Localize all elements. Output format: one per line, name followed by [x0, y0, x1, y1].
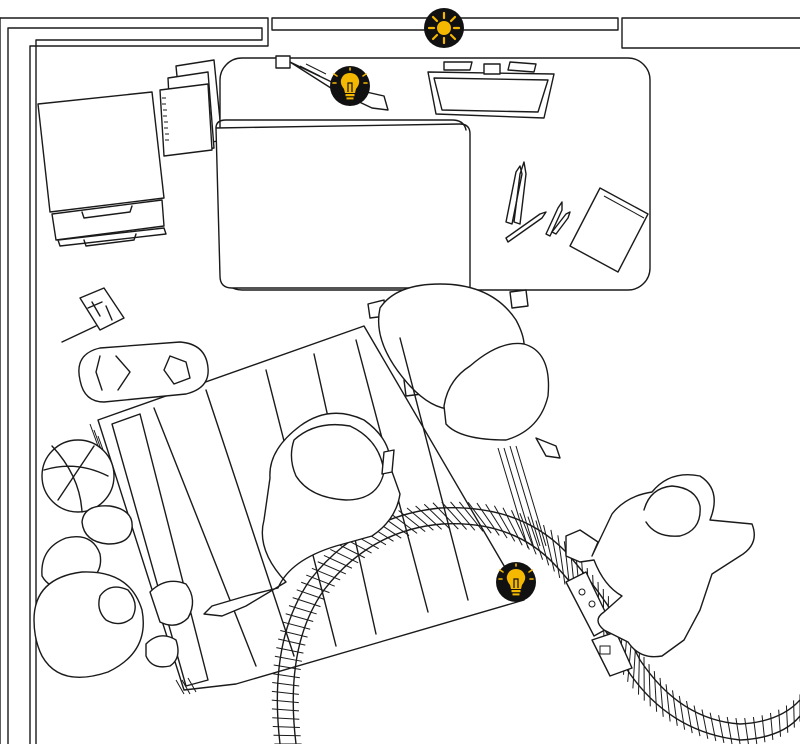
track-sleeper: [323, 555, 353, 569]
track-sleeper: [278, 638, 306, 646]
track-sleeper: [502, 507, 523, 546]
track-sleeper: [543, 524, 555, 572]
track-sleeper: [330, 548, 359, 564]
track-sleeper: [785, 705, 789, 733]
track-sleeper: [550, 529, 561, 579]
lightbulb-icon: [498, 563, 534, 596]
track-sleeper: [274, 655, 303, 662]
track-sleeper: [296, 589, 325, 600]
track-sleeper: [282, 621, 311, 630]
track-sleeper: [336, 543, 365, 559]
child-on-rug: [203, 412, 401, 617]
track-sleeper: [726, 716, 733, 744]
toy-race-car: [78, 341, 209, 403]
track-sleeper: [271, 708, 299, 712]
track-sleeper: [778, 709, 782, 737]
track-sleeper: [709, 712, 717, 742]
track-sleeper: [467, 502, 492, 534]
track-sleeper: [665, 684, 671, 722]
track-sleeper: [432, 502, 459, 530]
track-sleeper: [793, 700, 795, 728]
track-sleeper: [744, 718, 749, 744]
track-sleeper: [770, 712, 774, 740]
child-standing: [565, 474, 755, 658]
track-sleeper: [458, 501, 484, 532]
track-sleeper: [285, 613, 314, 622]
track-sleeper: [272, 717, 300, 720]
track-sleeper: [511, 510, 530, 550]
track-sleeper: [398, 510, 426, 533]
track-sleeper: [686, 700, 693, 734]
track-sleeper: [557, 535, 566, 585]
track-sleeper: [485, 503, 508, 539]
track-sleeper: [752, 716, 758, 744]
track-sleeper: [272, 682, 300, 687]
hotspot-ceiling-light[interactable]: [424, 8, 464, 48]
track-sleeper: [693, 705, 701, 737]
teddy-bear: [33, 505, 194, 679]
track-sleeper: [273, 664, 301, 671]
lightbulb-icon: [332, 67, 368, 100]
track-sleeper: [423, 503, 451, 530]
track-sleeper: [735, 718, 741, 744]
track-sleeper: [389, 512, 418, 534]
track-sleeper: [272, 673, 300, 679]
hotspot-floor-toy-train[interactable]: [496, 562, 536, 602]
track-sleeper: [311, 567, 341, 581]
toy-road-sign: [61, 287, 125, 343]
desk-chair: [367, 283, 561, 459]
track-sleeper: [292, 597, 321, 608]
track-sleeper: [701, 709, 709, 739]
track-sleeper: [527, 516, 544, 560]
track-sleeper: [718, 715, 725, 743]
sun-rays: [427, 11, 461, 45]
track-sleeper: [441, 501, 467, 530]
track-sleeper: [535, 520, 550, 566]
room-walls: [0, 17, 800, 744]
dresser: [37, 91, 167, 247]
track-sleeper: [306, 574, 335, 587]
track-sleeper: [678, 695, 686, 730]
desk: [215, 55, 651, 291]
track-sleeper: [637, 649, 641, 695]
track-sleeper: [280, 630, 308, 638]
volleyball: [41, 439, 115, 513]
track-sleeper: [761, 715, 766, 743]
track-sleeper: [493, 505, 516, 542]
track-sleeper: [317, 561, 347, 575]
track-sleeper: [406, 507, 434, 531]
track-sleeper: [271, 690, 299, 695]
track-sleeper: [272, 725, 300, 728]
sun-icon: [437, 21, 451, 35]
track-sleeper: [276, 647, 304, 654]
track-sleeper: [301, 581, 330, 594]
track-sleeper: [476, 502, 500, 536]
track-sleeper: [415, 505, 443, 530]
track-sleeper: [450, 501, 476, 531]
notebook-stack: [159, 59, 223, 157]
track-sleeper: [271, 699, 299, 704]
track-sleeper: [671, 690, 678, 726]
track-sleeper: [648, 664, 651, 707]
track-sleeper: [519, 512, 537, 555]
track-sleeper: [659, 677, 664, 717]
track-sleeper: [273, 734, 301, 737]
hotspot-desk-lamp[interactable]: [330, 66, 370, 106]
track-sleeper: [288, 605, 317, 615]
track-sleeper: [653, 671, 658, 712]
